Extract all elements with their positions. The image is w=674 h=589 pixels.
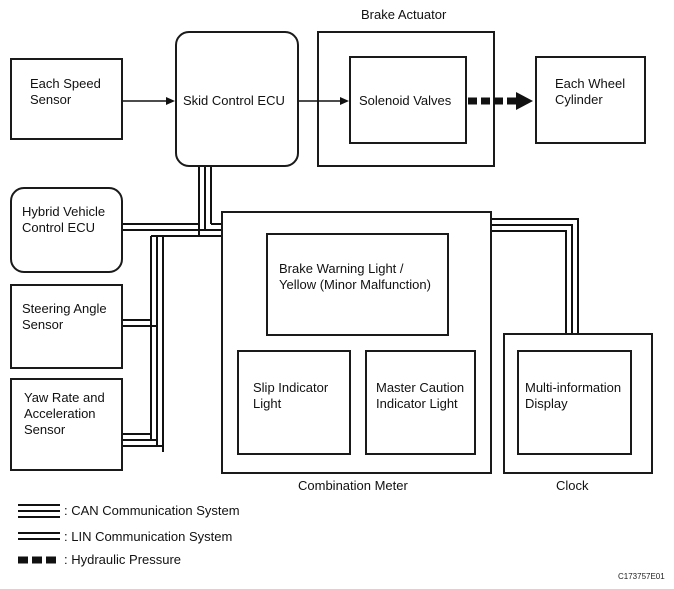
yaw-rate-sensor-box [10,378,123,471]
brake-actuator-label: Brake Actuator [361,7,447,22]
speed-sensor-to-ecu-arrow [123,97,175,105]
brake-warning-light-box [266,233,449,336]
each-wheel-cylinder-label: Each Wheel Cylinder [555,76,626,107]
each-speed-sensor-box [10,58,123,140]
steering-angle-sensor-label: Steering Angle Sensor [22,301,107,332]
each-speed-sensor-label: Each Speed Sensor [30,76,101,107]
ecu-to-solenoid-arrow [299,97,349,105]
solenoid-valves-label: Solenoid Valves [359,93,452,108]
multi-information-display-box [517,350,632,455]
hybrid-vehicle-control-ecu-box [10,187,123,273]
hybrid-vehicle-control-ecu-label: Hybrid Vehicle Control ECU [22,204,106,235]
can-bus-lines [123,167,221,452]
each-wheel-cylinder-box [535,56,646,144]
legend-can-label: : CAN Communication System [64,503,240,518]
steering-angle-sensor-box [10,284,123,369]
legend-hydraulic-label: : Hydraulic Pressure [64,552,182,567]
hydraulic-pressure-arrow [468,92,533,110]
master-caution-light-label: Master Caution Indicator Light [376,380,465,411]
multi-information-display-label: Multi-information Display [525,380,622,411]
brake-warning-light-label: Brake Warning Light / Yellow (Minor Malf… [279,261,431,292]
lin-bus-lines [492,218,579,333]
yaw-rate-sensor-label: Yaw Rate and Acceleration Sensor [24,390,105,437]
slip-indicator-light-label: Slip Indicator Light [253,380,329,411]
solenoid-valves-box [349,56,467,144]
master-caution-light-box [365,350,476,455]
clock-label: Clock [556,478,589,493]
legend-lin-label: : LIN Communication System [64,529,233,544]
slip-indicator-light-box [237,350,351,455]
combination-meter-label: Combination Meter [298,478,408,493]
skid-control-ecu-box [175,31,299,167]
figure-code: C173757E01 [618,572,665,581]
skid-control-ecu-label: Skid Control ECU [183,93,285,108]
legend-can-symbol [18,504,60,518]
legend-lin-symbol [18,532,60,540]
